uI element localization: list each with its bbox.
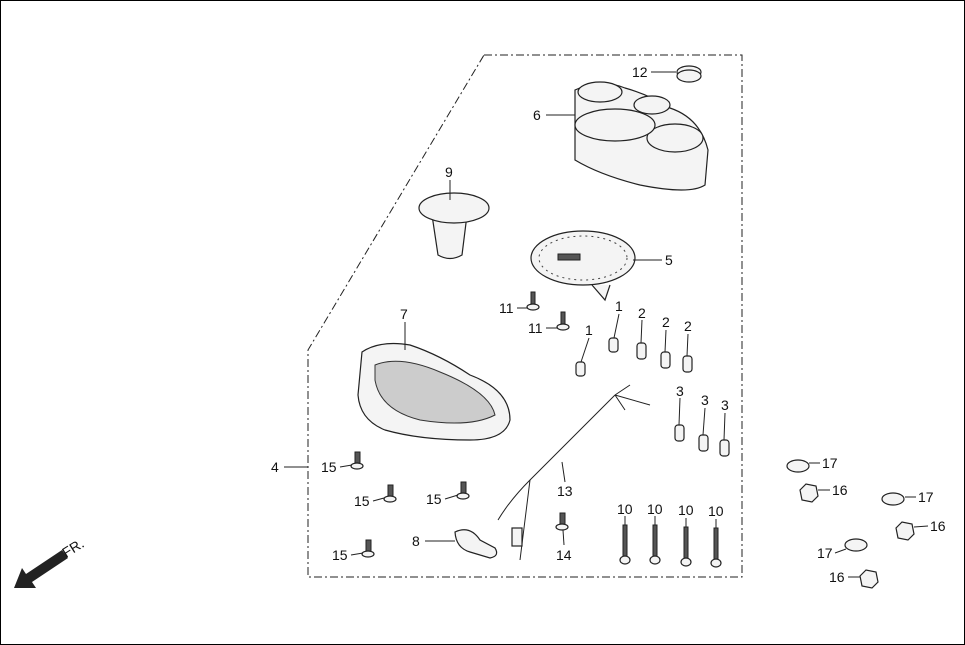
part-9-gauge xyxy=(418,192,490,260)
callout-10: 10 xyxy=(617,501,633,517)
callout-15: 15 xyxy=(321,459,337,475)
callout-13: 13 xyxy=(557,483,573,499)
callout-16: 16 xyxy=(832,482,848,498)
callout-11: 11 xyxy=(528,320,543,336)
part-1-bulb xyxy=(575,361,586,377)
part-17-washer xyxy=(881,492,905,506)
callout-1: 1 xyxy=(585,322,593,338)
part-17-washer xyxy=(844,538,868,552)
part-2-bulb xyxy=(660,351,671,369)
callout-1: 1 xyxy=(615,298,623,314)
callout-9: 9 xyxy=(445,164,453,180)
callout-16: 16 xyxy=(829,569,845,585)
leader-lines xyxy=(284,71,929,578)
part-2-bulb xyxy=(636,342,647,360)
callout-2: 2 xyxy=(662,314,670,330)
callout-10: 10 xyxy=(708,503,724,519)
callout-15: 15 xyxy=(426,491,442,507)
callout-17: 17 xyxy=(822,455,838,471)
callout-labels: 12 6 9 5 11 11 7 1 1 2 2 2 3 3 3 4 15 15… xyxy=(271,64,946,585)
part-7-meter-case xyxy=(357,342,511,441)
callout-15: 15 xyxy=(332,547,348,563)
callout-3: 3 xyxy=(676,383,684,399)
part-5-dial xyxy=(530,230,636,302)
assembly-boundary xyxy=(307,54,743,578)
part-1-bulb xyxy=(608,337,619,353)
callout-3: 3 xyxy=(721,397,729,413)
callout-14: 14 xyxy=(556,547,572,563)
callout-17: 17 xyxy=(918,489,934,505)
part-12-ring xyxy=(676,65,702,83)
part-3-bulb xyxy=(719,439,730,457)
bulbs xyxy=(575,337,730,457)
callout-10: 10 xyxy=(647,501,663,517)
part-16-nut xyxy=(859,569,879,589)
washers-nuts xyxy=(786,459,915,589)
callout-11: 11 xyxy=(499,300,514,316)
part-8-clamp xyxy=(454,529,498,559)
part-16-nut xyxy=(895,521,915,541)
callout-16: 16 xyxy=(930,518,946,534)
callout-4: 4 xyxy=(271,459,279,475)
callout-6: 6 xyxy=(533,107,541,123)
part-17-washer xyxy=(786,459,810,473)
part-3-bulb xyxy=(674,424,685,442)
part-16-nut xyxy=(799,483,819,503)
callout-17: 17 xyxy=(817,545,833,561)
callout-10: 10 xyxy=(678,502,694,518)
callout-7: 7 xyxy=(400,306,408,322)
callout-2: 2 xyxy=(684,318,692,334)
part-2-bulb xyxy=(682,355,693,373)
callout-5: 5 xyxy=(665,252,673,268)
callout-12: 12 xyxy=(632,64,648,80)
callout-2: 2 xyxy=(638,305,646,321)
part-3-bulb xyxy=(698,434,709,452)
callout-3: 3 xyxy=(701,392,709,408)
part-13-wire-harness xyxy=(497,384,651,561)
front-direction-arrow-icon xyxy=(14,550,68,588)
callout-15: 15 xyxy=(354,493,370,509)
part-6-meter-cover xyxy=(574,81,709,191)
callout-8: 8 xyxy=(412,533,420,549)
